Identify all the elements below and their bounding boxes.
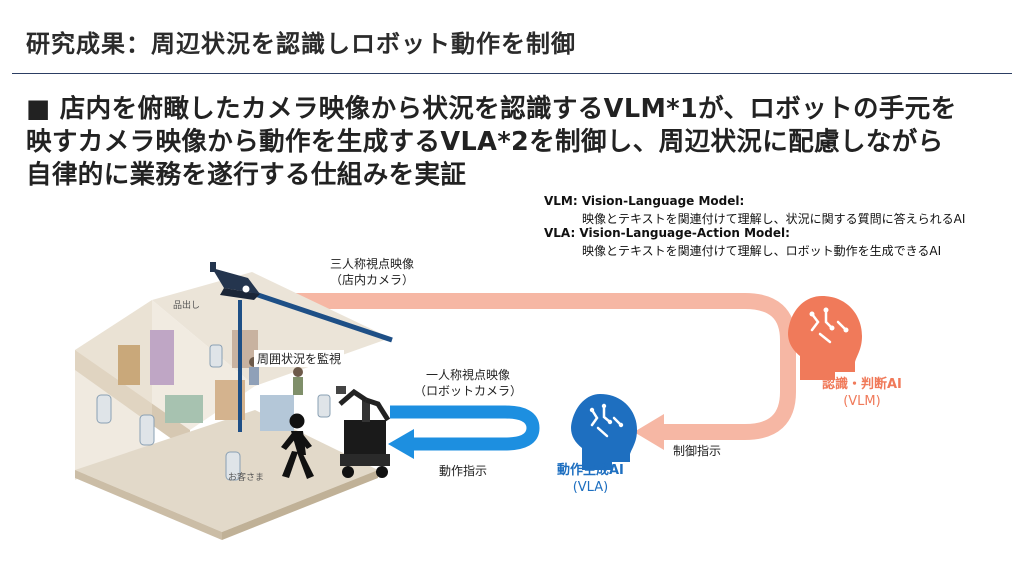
glossary-vla-term: VLA: Vision-Language-Action Model:: [544, 226, 790, 240]
store-illustration: [75, 272, 390, 540]
glossary-vlm-definition: 映像とテキストを関連付けて理解し、状況に関する質問に答えられるAI: [582, 212, 966, 226]
bullet-square: ■: [26, 94, 51, 124]
vlm-label: 認識・判断AI (VLM): [822, 377, 902, 409]
control-instruction-label: 制御指示: [673, 444, 722, 458]
action-instruction-label: 動作指示: [439, 464, 488, 478]
brain-head-icon-vla: [571, 394, 637, 470]
title-divider: [12, 73, 1012, 74]
third-person-label: 三人称視点映像 （店内カメラ）: [330, 257, 415, 287]
first-person-label: 一人称視点映像 （ロボットカメラ）: [414, 368, 523, 398]
glossary-vlm-term: VLM: Vision-Language Model:: [544, 194, 745, 208]
robot-camera-to-vla-arrow: [390, 405, 540, 451]
camera-icon: [210, 262, 260, 300]
monitor-label: 周囲状況を監視: [254, 350, 345, 367]
person-walking-icon: [281, 413, 314, 479]
camera-to-vlm-arrow: [262, 293, 796, 440]
summary-line-2: 映すカメラ映像から動作を生成するVLA*2を制御し、周辺状況に配慮しながら: [26, 127, 944, 157]
control-arrowhead: [634, 414, 664, 450]
store-label-stock: 品出し: [173, 301, 201, 311]
page-title: 研究成果：周辺状況を認識しロボット動作を制御: [26, 30, 576, 58]
camera-view-beam: [251, 290, 393, 343]
action-arrowhead: [388, 429, 414, 459]
vla-label: 動作生成AI (VLA): [557, 463, 624, 495]
summary-line-1: ■ 店内を俯瞰したカメラ映像から状況を認識するVLM*1が、ロボットの手元を: [26, 94, 957, 124]
brain-head-icon-vlm: [788, 296, 862, 380]
robot-arm-icon: [336, 386, 391, 478]
glossary-vla-definition: 映像とテキストを関連付けて理解し、ロボット動作を生成できるAI: [582, 244, 942, 258]
store-label-customer: お客さま: [228, 473, 265, 483]
summary-line-3: 自律的に業務を遂行する仕組みを実証: [26, 160, 467, 190]
